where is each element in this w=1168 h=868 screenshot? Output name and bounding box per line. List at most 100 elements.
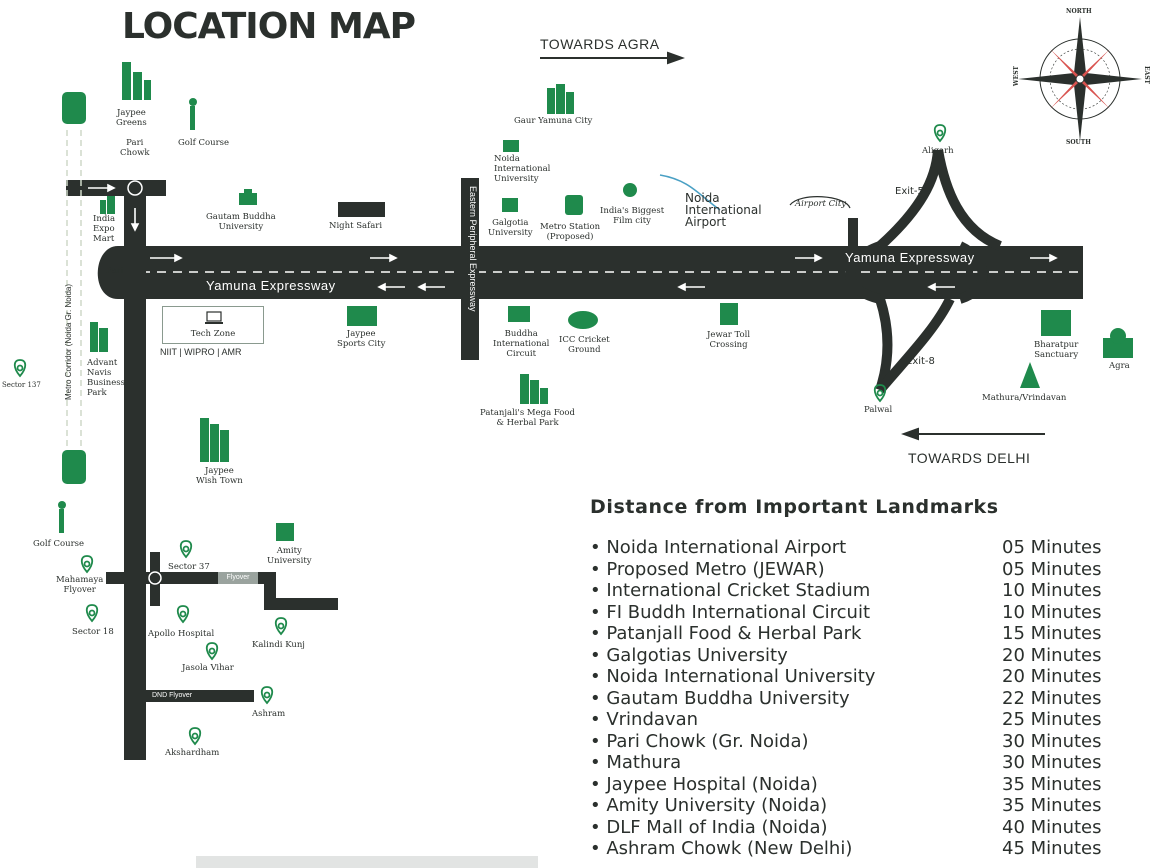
noida-main-road <box>124 188 146 760</box>
patanjali-label: Patanjali's Mega Food & Herbal Park <box>480 408 575 428</box>
jasola-vihar-label: Jasola Vihar <box>182 663 234 673</box>
buddh-circuit-label: Buddha International Circuit <box>493 329 550 359</box>
advant-navis-label: Advant Navis Business Park <box>87 358 126 398</box>
landmark-name: Gautam Buddha University <box>590 688 849 710</box>
exit5-label: Exit-5 <box>895 186 924 197</box>
landmark-time: 10 Minutes <box>1002 580 1102 601</box>
interchange <box>845 149 1003 394</box>
pin-sector18-icon <box>85 604 99 623</box>
yamuna-expressway-label-top: Yamuna Expressway <box>845 250 975 265</box>
landmark-name: FI Buddh International Circuit <box>590 602 870 624</box>
compass-west-label: WEST <box>1013 66 1020 87</box>
airport-swoosh-icon <box>659 174 721 211</box>
india-expo-mart-label: India Expo Mart <box>93 214 116 244</box>
pin-apollo-icon <box>176 605 190 624</box>
agra-taj-icon <box>1103 328 1133 358</box>
dnd-flyover-label: DND Flyover <box>152 692 193 699</box>
list-item: Jaypee Hospital (Noida) 35 Minutes <box>590 774 1130 796</box>
landmark-time: 22 Minutes <box>1002 687 1102 709</box>
laptop-icon <box>205 311 223 324</box>
landmark-time: 35 Minutes <box>1002 795 1102 816</box>
road-arrows <box>88 183 1058 292</box>
landmark-name: Pari Chowk (Gr. Noida) <box>590 731 808 753</box>
mahamaya-flyover-label: Mahamaya Flyover <box>56 575 104 595</box>
tech-zone-label: Tech Zone <box>190 329 236 339</box>
compass-east-label: EAST <box>1143 66 1150 85</box>
landmark-name: Jaypee Hospital (Noida) <box>590 774 817 796</box>
map-pin-icons <box>13 124 947 746</box>
yamuna-expressway-label-bottom: Yamuna Expressway <box>206 278 336 293</box>
mathura-vrindavan-label: Mathura/Vrindavan <box>982 393 1067 403</box>
noida-international-airport-label: Noida International Airport <box>685 191 762 229</box>
bharatpur-icon <box>1041 310 1071 336</box>
gaur-yamuna-city-label: Gaur Yamuna City <box>514 116 593 126</box>
metro-train-bottom-icon <box>62 450 86 484</box>
metro-corridor-track <box>66 130 82 455</box>
pin-akshardham-icon <box>188 727 202 746</box>
list-item: Noida International University 20 Minutes <box>590 666 1130 688</box>
pin-palwal-icon <box>873 384 887 403</box>
landmark-time: 35 Minutes <box>1002 773 1102 795</box>
landmark-name: Amity University (Noida) <box>590 795 827 817</box>
agra-label: Agra <box>1109 361 1130 371</box>
icc-cricket-ground-label: ICC Cricket Ground <box>559 335 610 355</box>
list-item: Proposed Metro (JEWAR)05 Minutes <box>590 559 1130 581</box>
landmark-name: DLF Mall of India (Noida) <box>590 817 827 839</box>
golf-bottom-icon <box>58 501 66 533</box>
mahamaya-roundabout <box>148 571 162 585</box>
distance-heading: Distance from Important Landmarks <box>590 496 999 518</box>
landmark-time: 40 Minutes <box>1002 816 1102 838</box>
tech-zone-box: Tech Zone <box>162 306 264 344</box>
building-icons <box>58 62 1133 541</box>
landmark-name: International Cricket Stadium <box>590 580 870 602</box>
sector-37-label: Sector 37 <box>168 562 210 572</box>
eastern-peripheral-label: Eastern Peripheral Expressway <box>468 186 478 312</box>
kalindi-kunj-label: Kalindi Kunj <box>252 640 305 650</box>
pin-aligarh-icon <box>933 124 947 143</box>
landmark-time: 15 Minutes <box>1002 623 1102 644</box>
india-expo-building-icon <box>100 196 115 214</box>
gautam-buddha-university-label: Gautam Buddha University <box>206 212 276 232</box>
pin-sector37-icon <box>179 540 193 559</box>
pari-chowk-roundabout <box>127 180 143 196</box>
akshardham-label: Akshardham <box>165 748 220 758</box>
landmark-time: 30 Minutes <box>1002 730 1102 752</box>
compass-north-label: NORTH <box>1066 8 1092 15</box>
landmark-name: Noida International University <box>590 666 875 688</box>
galgotia-university-label: Galgotia University <box>488 218 533 238</box>
landmark-name: Vrindavan <box>590 709 698 731</box>
landmark-time: 30 Minutes <box>1002 752 1102 773</box>
amity-university-label: Amity University <box>267 546 312 566</box>
pin-mahamaya-icon <box>80 555 94 574</box>
list-item: DLF Mall of India (Noida) 40 Minutes <box>590 817 1130 839</box>
pin-jasola-icon <box>205 642 219 661</box>
pari-chowk-label: Pari Chowk <box>120 138 150 158</box>
sector-137-label: Sector 137 <box>2 381 41 389</box>
landmark-name: Patanjall Food & Herbal Park <box>590 623 861 645</box>
exit8-label: Exit-8 <box>906 356 935 367</box>
flyover-badge: Flyover <box>218 572 258 584</box>
compass-south-label: SOUTH <box>1066 139 1091 146</box>
gautam-buddha-building-icon <box>239 189 257 205</box>
pin-sector137-icon <box>13 359 27 378</box>
metro-train-top-icon <box>62 92 86 124</box>
landmark-time: 20 Minutes <box>1002 644 1102 666</box>
jaypee-greens-label: Jaypee Greens <box>116 108 147 128</box>
bharatpur-label: Bharatpur Sanctuary <box>1034 340 1079 360</box>
landmark-time: 10 Minutes <box>1002 601 1102 623</box>
jaypee-wish-town-label: Jaypee Wish Town <box>196 466 243 486</box>
pin-ashram-icon <box>260 686 274 705</box>
landmark-time: 20 Minutes <box>1002 666 1102 687</box>
film-city-label: India's Biggest Film city <box>600 206 665 226</box>
sector-18-label: Sector 18 <box>72 627 114 637</box>
jaypee-greens-building-icon <box>122 62 151 100</box>
landmark-time: 45 Minutes <box>1002 838 1102 859</box>
pari-tag-label: Pari <box>106 266 124 276</box>
page-title: LOCATION MAP <box>122 6 416 47</box>
golf-course-top-label: Golf Course <box>178 138 230 148</box>
ashram-label: Ashram <box>252 709 286 719</box>
